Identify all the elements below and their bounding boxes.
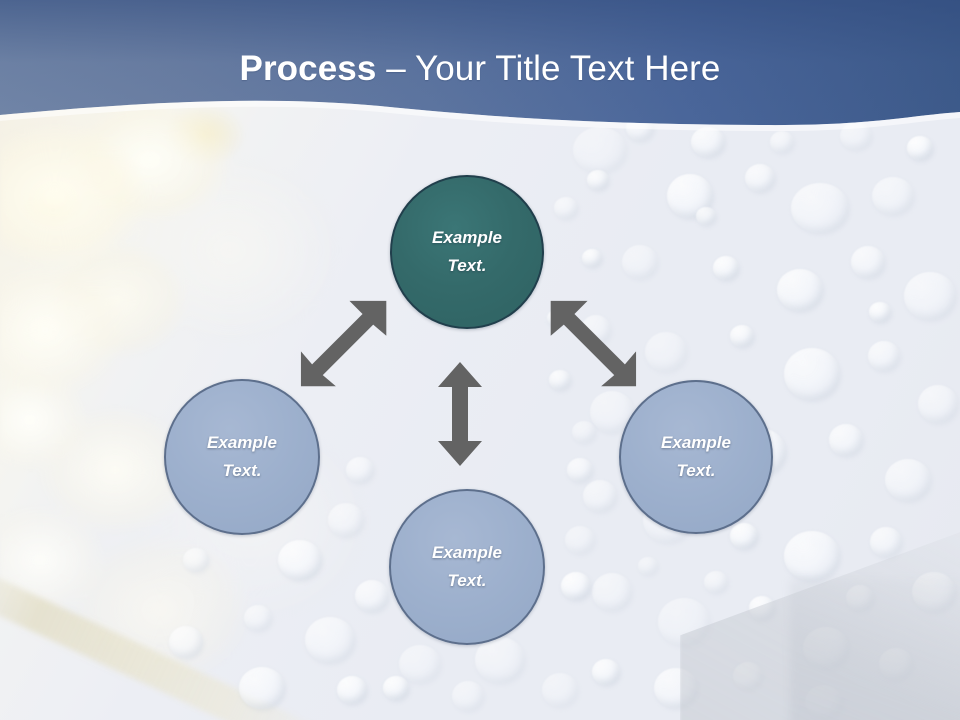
water-droplet	[554, 197, 578, 219]
process-node-left[interactable]: Example Text.	[164, 379, 320, 535]
water-droplet	[918, 385, 958, 423]
water-droplet	[567, 458, 593, 482]
process-node-top[interactable]: Example Text.	[390, 175, 544, 329]
water-droplet	[870, 527, 902, 557]
water-droplet	[278, 540, 322, 580]
process-node-top-line1: Example	[432, 228, 502, 247]
process-node-top-line2: Text.	[447, 256, 487, 275]
connector-top-bottom[interactable]	[437, 362, 483, 466]
water-droplet	[583, 480, 617, 512]
water-droplet	[244, 605, 272, 631]
water-droplet	[730, 325, 754, 347]
water-droplet	[346, 457, 374, 483]
water-droplet	[696, 207, 716, 225]
water-droplet	[355, 580, 389, 612]
water-droplet	[587, 170, 609, 190]
water-droplet	[638, 557, 658, 575]
page-title-strong: Process	[239, 49, 377, 88]
water-droplet	[592, 659, 620, 685]
water-droplet	[770, 131, 794, 153]
process-node-left-line1: Example	[207, 433, 277, 452]
page-title: Process – Your Title Text Here	[0, 49, 960, 89]
process-node-right-line1: Example	[661, 433, 731, 452]
water-droplet	[777, 269, 823, 311]
water-droplet	[582, 249, 602, 267]
connector-top-left[interactable]	[298, 300, 398, 390]
water-droplet	[907, 136, 933, 160]
title-banner	[0, 0, 960, 150]
water-droplet	[791, 183, 849, 233]
water-droplet	[885, 459, 931, 501]
water-droplet	[383, 676, 409, 700]
water-droplet	[183, 548, 209, 572]
water-droplet	[542, 673, 578, 707]
water-droplet	[622, 245, 658, 279]
process-node-bottom-line2: Text.	[447, 571, 487, 590]
water-droplet	[565, 526, 595, 554]
water-droplet	[592, 573, 632, 611]
water-droplet	[704, 571, 728, 593]
water-droplet	[169, 626, 203, 658]
water-droplet	[829, 424, 863, 456]
water-droplet	[691, 127, 725, 157]
water-droplet	[645, 332, 687, 372]
water-droplet	[713, 256, 739, 280]
water-droplet	[328, 503, 364, 537]
water-droplet	[851, 246, 885, 278]
water-droplet	[869, 302, 891, 322]
water-droplet	[305, 617, 355, 663]
process-node-right[interactable]: Example Text.	[619, 380, 773, 534]
water-droplet	[904, 272, 956, 320]
water-droplet	[337, 676, 367, 704]
water-droplet	[745, 164, 775, 192]
process-node-bottom-line1: Example	[432, 543, 502, 562]
process-node-left-line2: Text.	[222, 461, 262, 480]
background-petal-edge-soft	[790, 580, 960, 720]
water-droplet	[572, 421, 596, 443]
water-droplet	[784, 348, 840, 400]
water-droplet	[573, 127, 627, 173]
water-droplet	[399, 645, 441, 683]
page-title-rest: – Your Title Text Here	[376, 49, 721, 88]
water-droplet	[239, 667, 285, 709]
water-droplet	[561, 572, 591, 600]
water-droplet	[475, 637, 525, 683]
water-droplet	[784, 531, 840, 581]
process-node-right-line2: Text.	[676, 461, 716, 480]
water-droplet	[872, 177, 914, 215]
water-droplet	[452, 681, 484, 711]
connector-top-right[interactable]	[542, 300, 642, 390]
water-droplet	[549, 370, 571, 390]
water-droplet	[868, 341, 900, 371]
water-droplet	[730, 523, 758, 549]
process-node-bottom[interactable]: Example Text.	[389, 489, 545, 645]
